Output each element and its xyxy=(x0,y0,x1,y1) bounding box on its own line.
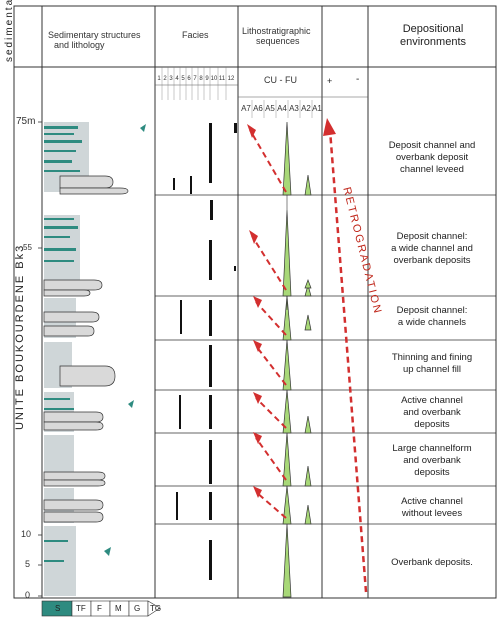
facies-header: Facies xyxy=(182,30,209,40)
facies-num-2: 2 xyxy=(163,76,167,82)
unit-header: sedimentary unit xyxy=(4,0,15,62)
env-5-line1: Active channel xyxy=(401,395,463,406)
depth-75m: 75m xyxy=(16,116,36,127)
a6-label: A6 xyxy=(253,104,263,113)
facies-num-11: 11 xyxy=(218,76,226,82)
facies-num-7: 7 xyxy=(193,76,197,82)
structures-header-line1: Sedimentary structures xyxy=(48,30,141,40)
env-4: Thinning and fining up channel fill xyxy=(372,352,492,376)
env-6-line3: deposits xyxy=(414,467,450,478)
env-7-line2: without levees xyxy=(401,508,463,519)
plus-label: + xyxy=(327,76,333,86)
env-4-line2: up channel fill xyxy=(402,364,462,375)
facies-num-6: 6 xyxy=(187,76,191,82)
a3-label: A3 xyxy=(289,104,299,113)
env-6-line1: Large channelform xyxy=(392,443,472,454)
red-arrows xyxy=(249,129,368,593)
depth-10: 10 xyxy=(21,529,32,539)
structures-header-line2: and lithology xyxy=(54,40,105,50)
env-header-line1: Depositional xyxy=(402,23,464,35)
facies-num-8: 8 xyxy=(199,76,203,82)
grain-tg: TG xyxy=(150,604,162,613)
litho-header: Lithostratigraphic sequences xyxy=(242,26,311,46)
env-2-line3: overbank deposits xyxy=(393,255,471,266)
a5-label: A5 xyxy=(265,104,275,113)
litho-header-line2: sequences xyxy=(256,36,300,46)
grain-f: F xyxy=(97,604,102,613)
env-1-line2: overbank deposit xyxy=(395,152,469,163)
env-5-line3: deposits xyxy=(414,419,450,430)
env-1-line1: Deposit channel and xyxy=(388,140,476,151)
facies-num-3: 3 xyxy=(169,76,173,82)
env-7-line1: Active channel xyxy=(401,496,463,507)
env-3-line2: a wide channels xyxy=(397,317,467,328)
env-2-line1: Deposit channel: xyxy=(396,231,468,242)
grain-s: S xyxy=(55,604,61,613)
grain-scale xyxy=(41,600,161,617)
env-8: Overbank deposits. xyxy=(372,557,492,569)
lithology-column xyxy=(43,122,146,596)
env-7: Active channel without levees xyxy=(372,496,492,520)
unit-name: UNITE BOUKOURDENE Bk3 xyxy=(14,243,26,430)
facies-bars xyxy=(173,123,237,580)
env-3-line1: Deposit channel: xyxy=(396,305,468,316)
grain-g: G xyxy=(134,604,141,613)
env-header: Depositional environments xyxy=(393,23,473,49)
depth-55: 55 xyxy=(23,243,32,252)
grain-tf: TF xyxy=(76,604,86,613)
depth-5: 5 xyxy=(25,559,31,569)
facies-num-4: 4 xyxy=(175,76,179,82)
env-2: Deposit channel: a wide channel and over… xyxy=(372,231,492,267)
a4-label: A4 xyxy=(277,104,287,113)
env-2-line2: a wide channel and xyxy=(391,243,473,254)
facies-num-1: 1 xyxy=(157,76,161,82)
litho-header-line1: Lithostratigraphic xyxy=(242,26,311,36)
facies-num-12: 12 xyxy=(227,76,235,82)
grain-m: M xyxy=(115,604,122,613)
sequence-label: CU - FU xyxy=(264,75,297,85)
env-header-line2: environments xyxy=(399,36,467,48)
env-8-line1: Overbank deposits. xyxy=(391,557,473,568)
a7-label: A7 xyxy=(241,104,251,113)
env-1: Deposit channel and overbank deposit cha… xyxy=(372,140,492,176)
facies-num-9: 9 xyxy=(205,76,209,82)
env-3: Deposit channel: a wide channels xyxy=(372,305,492,329)
structures-header: Sedimentary structures and lithology xyxy=(48,30,141,50)
depth-0: 0 xyxy=(25,590,31,600)
env-5-line2: and overbank xyxy=(403,407,461,418)
minus-label: - xyxy=(356,74,360,85)
env-5: Active channel and overbank deposits xyxy=(372,395,492,431)
env-6: Large channelform and overbank deposits xyxy=(372,443,492,479)
env-1-line3: channel leveed xyxy=(400,164,464,175)
a1-label: A1 xyxy=(312,104,322,113)
env-6-line2: and overbank xyxy=(403,455,461,466)
env-4-line1: Thinning and fining xyxy=(391,352,473,363)
a2-label: A2 xyxy=(301,104,311,113)
facies-num-5: 5 xyxy=(181,76,185,82)
facies-num-10: 10 xyxy=(210,76,218,82)
sequence-triangles xyxy=(282,121,312,598)
